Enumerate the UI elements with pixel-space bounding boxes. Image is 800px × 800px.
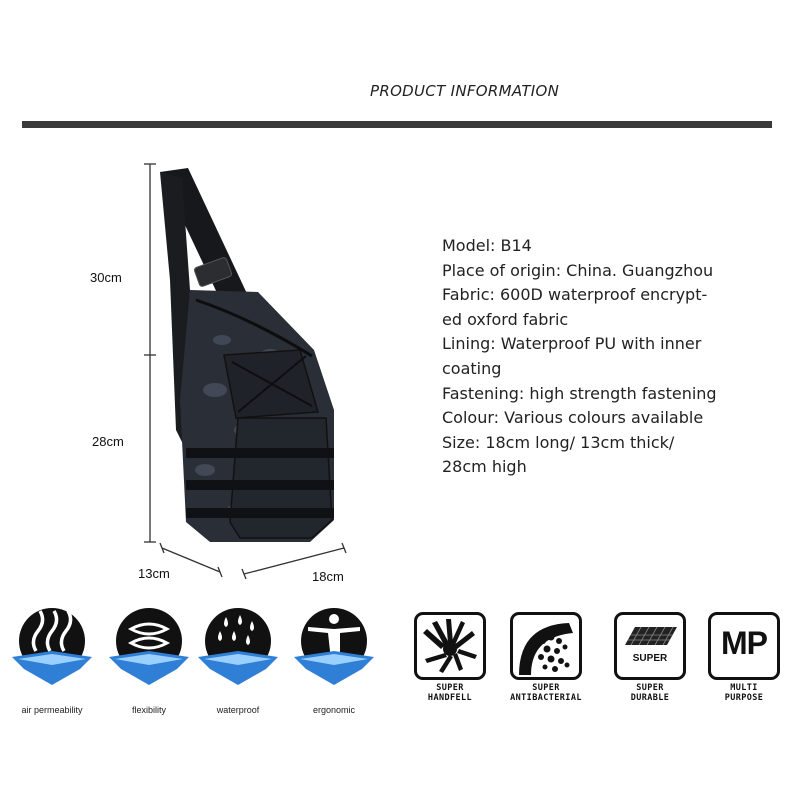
feature-air-permeability: air permeability [10,605,94,725]
badge-frame [510,612,582,680]
air-permeability-icon [12,608,92,685]
badge-label-line2: ANTIBACTERIAL [510,693,582,703]
spec-line: 28cm high [442,457,527,477]
fabric-mesh-icon [625,626,677,646]
badge-label-line2: HANDFELL [427,693,473,703]
product-image-area: 30cm 28cm 13cm 18cm [0,150,420,600]
feature-label: air permeability [21,705,83,715]
feature-flexibility: flexibility [107,605,191,725]
strap-height-label: 30cm [90,270,122,285]
spec-line: ed oxford fabric [442,309,569,329]
badge-super-durable: SUPER SUPER DURABLE [614,612,686,708]
badge-label-line1: SUPER [532,683,560,693]
feature-label: waterproof [216,705,260,715]
bag-height-label: 28cm [92,434,124,449]
spec-line: Fabric: 600D waterproof encrypt- [442,285,708,305]
thickness-label: 13cm [138,566,170,581]
length-label: 18cm [312,569,344,584]
length-dimension-line [243,547,345,575]
spec-line: Lining: Waterproof PU with inner [442,334,702,354]
badge-frame: MP [708,612,780,680]
badge-label-line1: SUPER [636,683,664,693]
thickness-dimension-line [161,547,221,573]
badge-label-line2: PURPOSE [724,693,764,703]
waterproof-icon [198,608,278,685]
spec-line: Place of origin: China. Guangzhou [442,260,714,280]
spec-line: Colour: Various colours available [442,408,704,428]
specification-list: Model: B14 Place of origin: China. Guang… [442,234,782,480]
feature-label: ergonomic [312,705,356,715]
badge-super-antibacterial: SUPER ANTIBACTERIAL [510,612,582,708]
antibacterial-icon [519,623,573,675]
badge-super-handfell: SUPER HANDFELL [414,612,486,708]
feature-waterproof: waterproof [196,605,280,725]
molle-strap [186,448,334,458]
strap-buckle [193,257,233,287]
front-pocket [229,417,333,539]
badge-multi-purpose: MP MULTI PURPOSE [708,612,780,708]
badge-frame [414,612,486,680]
hand-icon [423,619,477,673]
badge-label-line1: SUPER [436,683,464,693]
spec-line: coating [442,358,502,378]
badge-label: SUPER DURABLE [602,683,698,703]
ergonomic-icon [294,608,374,685]
spec-line: Size: 18cm long/ 13cm thick/ [442,432,675,452]
page-title: PRODUCT INFORMATION [370,82,560,100]
badge-label: SUPER HANDFELL [402,683,498,703]
badge-label-line2: DURABLE [630,693,670,703]
feature-ergonomic: ergonomic [292,605,376,725]
flexibility-icon [109,608,189,685]
badge-inner-text: SUPER [632,653,668,664]
badge-label-line1: MULTI [730,683,758,693]
sling-bag-illustration [144,163,347,580]
badge-frame: SUPER [614,612,686,680]
badge-inner-text: MP [721,625,768,661]
spec-line: Fastening: high strength fastening [442,383,717,403]
header-divider [22,121,772,128]
feature-label: flexibility [131,705,166,715]
spec-line: Model: B14 [442,236,532,255]
badge-label: SUPER ANTIBACTERIAL [498,683,594,703]
badge-label: MULTI PURPOSE [696,683,792,703]
